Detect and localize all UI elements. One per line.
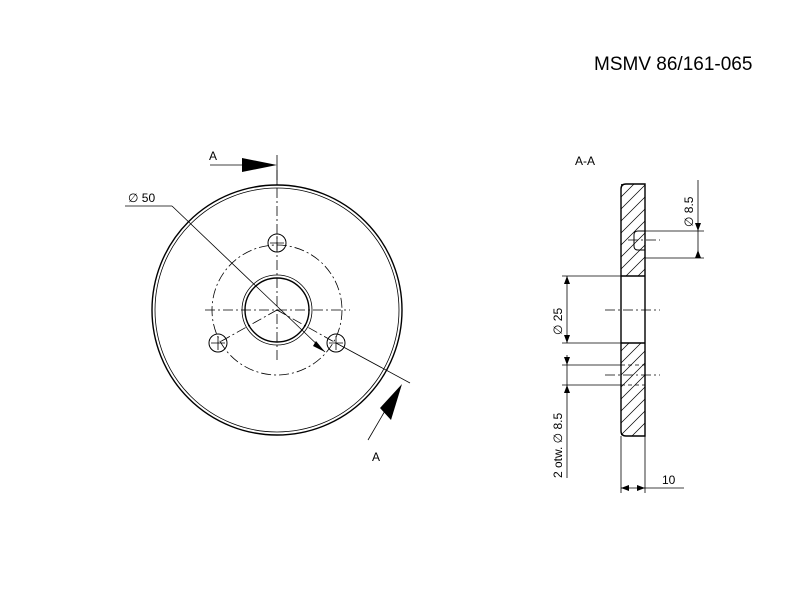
section-marker-bottom: A <box>372 450 380 464</box>
hatch-lower <box>621 343 645 436</box>
section-arrow-top <box>210 155 278 183</box>
dim-hole-8-5 <box>645 180 704 259</box>
dim-bore-label: ∅ 25 <box>551 308 565 335</box>
diameter-label: ∅ 50 <box>128 191 155 205</box>
dim-holes-2x-8-5 <box>562 355 621 478</box>
dim-holes-label: 2 otw. ∅ 8.5 <box>551 413 565 478</box>
section-marker-top: A <box>209 149 217 163</box>
bolt-hole-left <box>208 333 228 353</box>
drawing-title: MSMV 86/161-065 <box>594 54 753 75</box>
dim-thickness-label: 10 <box>662 473 676 487</box>
dim-thickness-10 <box>620 436 684 493</box>
front-view: A A ∅ 50 <box>125 149 411 464</box>
section-title: A-A <box>575 154 595 168</box>
section-outline <box>620 183 646 437</box>
section-arrow-bottom <box>367 384 402 441</box>
bolt-hole-right <box>326 333 346 353</box>
dim-bore-25 <box>562 275 621 344</box>
side-hole <box>633 230 645 251</box>
section-view: A-A <box>551 154 704 493</box>
dim-hole-label: ∅ 8.5 <box>682 196 696 227</box>
hatch-upper <box>621 184 645 276</box>
